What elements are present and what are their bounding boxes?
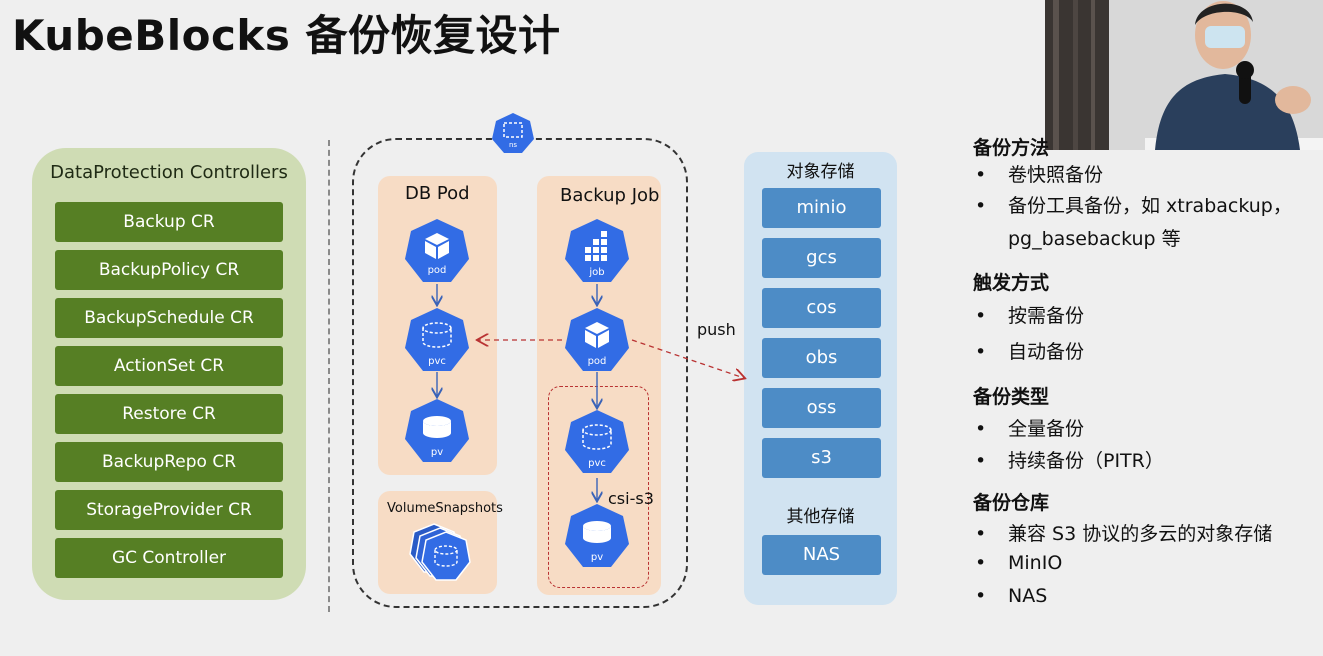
dataprotection-controllers-panel: DataProtection Controllers Backup CR Bac…	[32, 148, 306, 600]
speaker-video	[1045, 0, 1323, 150]
backup-job-pod-label: pod	[588, 356, 607, 367]
controller-gc-controller[interactable]: GC Controller	[55, 538, 283, 578]
backup-job-pvc-label: pvc	[588, 458, 606, 469]
backup-job-pv-label: pv	[591, 552, 603, 563]
volume-snapshots-title: VolumeSnapshots	[387, 501, 503, 516]
list-item: •持续备份（PITR）	[975, 450, 1164, 472]
section-title-backup-repo: 备份仓库	[973, 492, 1050, 514]
divider	[328, 140, 330, 612]
list-item: •兼容 S3 协议的多云的对象存储	[975, 523, 1273, 545]
volume-snapshots-icon	[409, 523, 471, 581]
controller-backupschedule-cr[interactable]: BackupSchedule CR	[55, 298, 283, 338]
section-title-backup-method: 备份方法	[973, 137, 1050, 159]
controller-actionset-cr[interactable]: ActionSet CR	[55, 346, 283, 386]
slide-title: KubeBlocks 备份恢复设计	[12, 11, 561, 60]
backup-job-job-label: job	[588, 267, 604, 278]
db-pod-pvc-icon: pvc	[405, 308, 469, 371]
controller-storageprovider-cr[interactable]: StorageProvider CR	[55, 490, 283, 530]
list-item: •按需备份	[975, 305, 1085, 327]
db-pod-pv-icon: pv	[405, 399, 469, 462]
controller-backuprepo-cr[interactable]: BackupRepo CR	[55, 442, 283, 482]
namespace-icon: ns	[492, 113, 534, 153]
controller-backuppolicy-cr[interactable]: BackupPolicy CR	[55, 250, 283, 290]
storage-obs[interactable]: obs	[762, 338, 881, 378]
storage-minio[interactable]: minio	[762, 188, 881, 228]
db-pod-pv-label: pv	[431, 447, 443, 458]
csi-s3-volume-box	[548, 386, 649, 588]
csi-s3-label: csi-s3	[608, 489, 654, 508]
section-title-backup-type: 备份类型	[973, 386, 1050, 408]
other-storage-title: 其他存储	[786, 507, 855, 527]
list-item: •全量备份	[975, 418, 1085, 440]
db-pod-pod-icon: pod	[405, 219, 469, 282]
section-title-trigger-mode: 触发方式	[973, 272, 1050, 294]
object-storage-title: 对象存储	[786, 162, 855, 182]
list-item: •自动备份	[975, 341, 1085, 363]
controllers-title: DataProtection Controllers	[50, 162, 288, 183]
db-pod-pvc-label: pvc	[428, 356, 446, 367]
controller-restore-cr[interactable]: Restore CR	[55, 394, 283, 434]
list-item: •备份工具备份，如 xtrabackup，	[975, 195, 1292, 217]
list-item: •卷快照备份	[975, 164, 1104, 186]
controller-backup-cr[interactable]: Backup CR	[55, 202, 283, 242]
storage-s3[interactable]: s3	[762, 438, 881, 478]
push-label: push	[697, 320, 736, 339]
storage-cos[interactable]: cos	[762, 288, 881, 328]
db-pod-pod-label: pod	[428, 265, 447, 276]
storage-oss[interactable]: oss	[762, 388, 881, 428]
list-item: •MinIO	[975, 552, 1063, 574]
storage-nas[interactable]: NAS	[762, 535, 881, 575]
list-item-continuation: pg_basebackup 等	[1008, 228, 1181, 250]
backup-job-pvc-icon: pvc	[565, 410, 629, 473]
list-item: •NAS	[975, 585, 1048, 607]
backup-job-title: Backup Job	[560, 185, 660, 206]
backup-job-pod-icon: pod	[565, 308, 629, 371]
storage-gcs[interactable]: gcs	[762, 238, 881, 278]
namespace-icon-label: ns	[509, 141, 517, 149]
db-pod-title: DB Pod	[405, 183, 470, 204]
backup-job-job-icon: job	[565, 219, 629, 282]
backup-job-pv-icon: pv	[565, 504, 629, 567]
